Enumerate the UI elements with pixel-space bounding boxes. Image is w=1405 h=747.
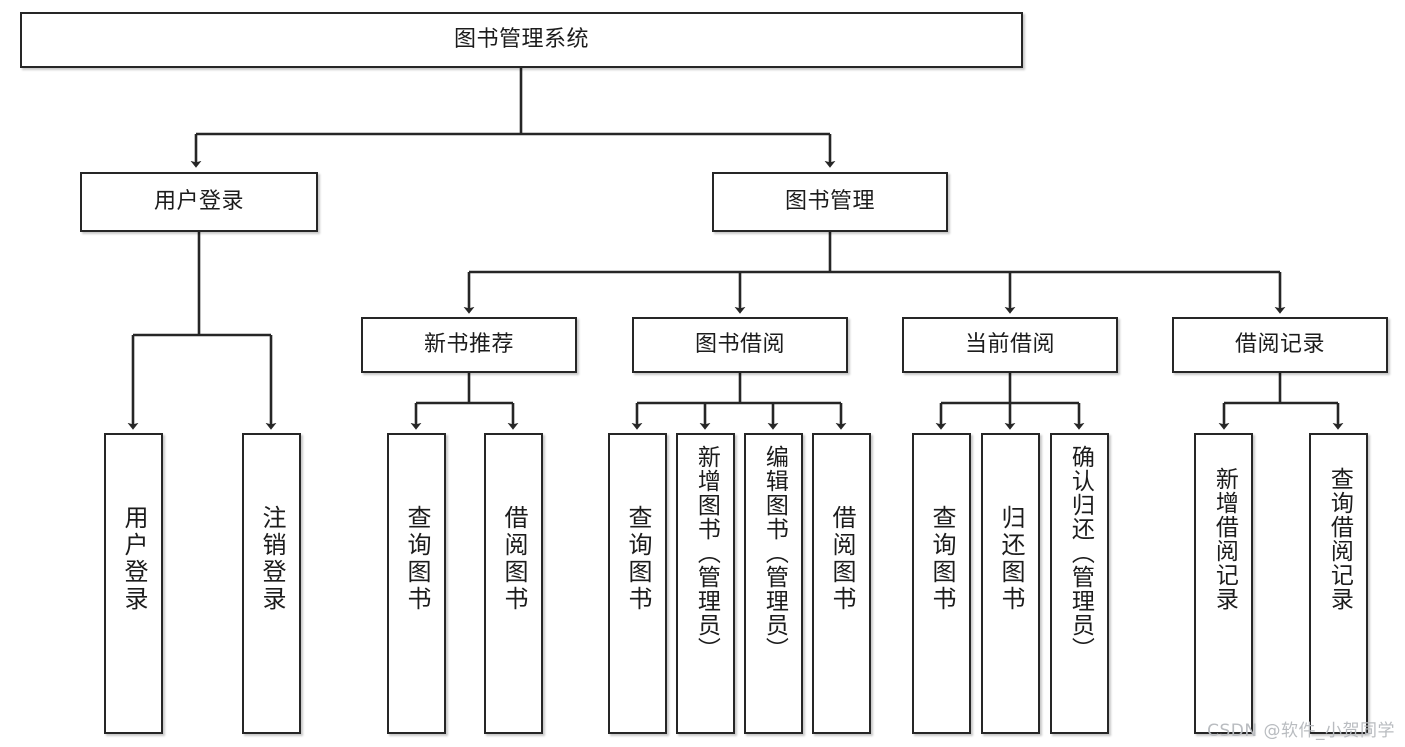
leaf-user-login[interactable]: 用户登录 (104, 433, 163, 734)
leaf-return-book-label: 归还图书 (996, 505, 1025, 613)
leaf-confirm-return-admin-label: 确认归还（管理员） (1067, 445, 1094, 661)
leaf-add-book-admin[interactable]: 新增图书（管理员） (676, 433, 735, 734)
leaf-edit-book-admin-label: 编辑图书（管理员） (761, 445, 788, 661)
node-borrow-record[interactable]: 借阅记录 (1172, 317, 1388, 373)
leaf-query-book-1[interactable]: 查询图书 (387, 433, 446, 734)
leaf-borrow-book-1-label: 借阅图书 (499, 505, 528, 613)
node-borrow-record-label: 借阅记录 (1234, 332, 1325, 358)
leaf-user-login-label: 用户登录 (119, 505, 148, 613)
leaf-query-borrow-record[interactable]: 查询借阅记录 (1309, 433, 1368, 734)
node-book-manage-label: 图书管理 (784, 189, 875, 215)
node-root-label: 图书管理系统 (453, 27, 589, 53)
leaf-query-book-2[interactable]: 查询图书 (608, 433, 667, 734)
leaf-query-book-2-label: 查询图书 (623, 505, 652, 613)
leaf-add-borrow-record[interactable]: 新增借阅记录 (1194, 433, 1253, 734)
node-root[interactable]: 图书管理系统 (20, 12, 1023, 68)
watermark: CSDN @软件_小贺同学 (1207, 721, 1395, 741)
node-book-manage[interactable]: 图书管理 (712, 172, 948, 232)
leaf-user-logout[interactable]: 注销登录 (242, 433, 301, 734)
node-new-book-recommend-label: 新书推荐 (423, 332, 514, 358)
node-user-login[interactable]: 用户登录 (80, 172, 318, 232)
leaf-borrow-book-2[interactable]: 借阅图书 (812, 433, 871, 734)
leaf-confirm-return-admin[interactable]: 确认归还（管理员） (1050, 433, 1109, 734)
leaf-return-book[interactable]: 归还图书 (981, 433, 1040, 734)
leaf-add-borrow-record-label: 新增借阅记录 (1211, 467, 1238, 611)
leaf-query-book-3[interactable]: 查询图书 (912, 433, 971, 734)
leaf-borrow-book-2-label: 借阅图书 (827, 505, 856, 613)
node-book-borrow[interactable]: 图书借阅 (632, 317, 848, 373)
node-book-borrow-label: 图书借阅 (694, 332, 785, 358)
leaf-query-book-1-label: 查询图书 (402, 505, 431, 613)
node-current-borrow[interactable]: 当前借阅 (902, 317, 1118, 373)
leaf-query-book-3-label: 查询图书 (927, 505, 956, 613)
node-new-book-recommend[interactable]: 新书推荐 (361, 317, 577, 373)
leaf-user-logout-label: 注销登录 (257, 505, 286, 613)
node-current-borrow-label: 当前借阅 (964, 332, 1055, 358)
leaf-edit-book-admin[interactable]: 编辑图书（管理员） (744, 433, 803, 734)
leaf-add-book-admin-label: 新增图书（管理员） (693, 445, 720, 661)
leaf-query-borrow-record-label: 查询借阅记录 (1326, 467, 1353, 611)
leaf-borrow-book-1[interactable]: 借阅图书 (484, 433, 543, 734)
node-user-login-label: 用户登录 (153, 189, 244, 215)
